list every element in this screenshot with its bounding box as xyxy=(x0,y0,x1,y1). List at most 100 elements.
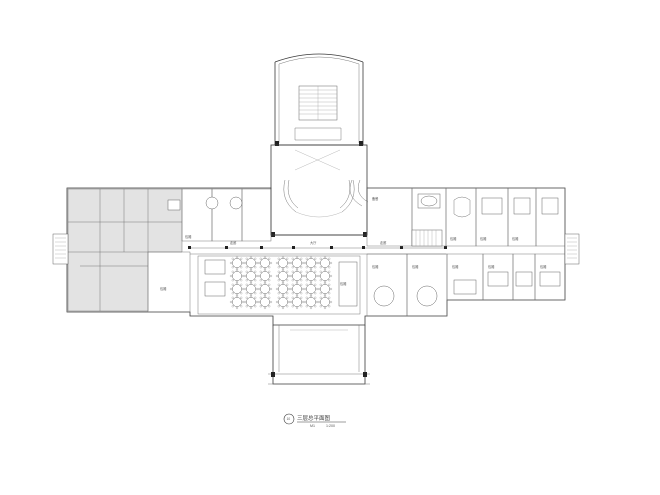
chair xyxy=(291,279,294,282)
round-table xyxy=(320,284,330,294)
chair xyxy=(328,283,331,286)
chair xyxy=(254,257,257,260)
chair xyxy=(328,305,331,308)
chair xyxy=(303,287,307,291)
chair xyxy=(305,292,308,295)
chair xyxy=(240,296,243,299)
chair xyxy=(314,266,317,269)
chair xyxy=(315,287,319,291)
chair xyxy=(328,296,331,299)
chair xyxy=(259,279,262,282)
round-table xyxy=(306,258,316,268)
chair xyxy=(287,287,291,291)
room-label: 包厢 xyxy=(412,264,418,269)
chair xyxy=(277,305,280,308)
chair xyxy=(240,305,243,308)
round-table xyxy=(232,271,242,281)
chair xyxy=(229,274,233,278)
chair xyxy=(301,287,305,291)
west-wing-hatched xyxy=(52,188,183,312)
chair xyxy=(275,261,279,265)
round-table xyxy=(306,284,316,294)
chair xyxy=(314,270,317,273)
round-table xyxy=(232,297,242,307)
chair xyxy=(240,257,243,260)
chair xyxy=(323,255,327,259)
chair xyxy=(300,305,303,308)
chair xyxy=(241,300,245,304)
chair xyxy=(240,279,243,282)
chair xyxy=(315,261,319,265)
chair xyxy=(243,300,247,304)
chair xyxy=(319,270,322,273)
round-table xyxy=(320,258,330,268)
chair xyxy=(291,270,294,273)
chair xyxy=(229,261,233,265)
chair xyxy=(291,296,294,299)
chair xyxy=(254,266,257,269)
chair xyxy=(277,296,280,299)
chair xyxy=(305,305,308,308)
round-table xyxy=(260,271,270,281)
chair xyxy=(319,279,322,282)
chair xyxy=(281,294,285,298)
room-label: 备餐 xyxy=(372,196,379,201)
chair xyxy=(277,292,280,295)
chair xyxy=(309,306,313,310)
room-label: 包厢 xyxy=(452,264,458,269)
chair xyxy=(305,296,308,299)
chair xyxy=(249,255,253,259)
chair xyxy=(231,292,234,295)
chair xyxy=(254,292,257,295)
chair xyxy=(289,261,293,265)
chair xyxy=(300,279,303,282)
chair xyxy=(300,266,303,269)
north-pavilion xyxy=(274,53,364,146)
chair xyxy=(263,255,267,259)
chair xyxy=(287,261,291,265)
round-table xyxy=(320,297,330,307)
chair xyxy=(314,292,317,295)
chair xyxy=(259,283,262,286)
chair xyxy=(295,306,299,310)
room-label: 包厢 xyxy=(512,236,518,241)
chair xyxy=(301,261,305,265)
room-label: 大厅 xyxy=(310,240,317,245)
round-table xyxy=(260,297,270,307)
chair xyxy=(257,261,261,265)
chair xyxy=(309,294,313,298)
chair xyxy=(269,300,273,304)
round-table xyxy=(246,271,256,281)
chair xyxy=(243,274,247,278)
chair xyxy=(281,306,285,310)
central-lobby xyxy=(270,144,368,237)
chair xyxy=(249,306,253,310)
chair xyxy=(254,305,257,308)
chair xyxy=(245,283,248,286)
round-table xyxy=(278,297,288,307)
chair xyxy=(281,281,285,285)
chair xyxy=(319,266,322,269)
chair xyxy=(328,292,331,295)
round-table xyxy=(232,258,242,268)
chair xyxy=(255,287,259,291)
chair xyxy=(291,292,294,295)
chair xyxy=(309,281,313,285)
chair xyxy=(243,261,247,265)
chair xyxy=(323,294,327,298)
chair xyxy=(319,283,322,286)
chair xyxy=(249,268,253,272)
chair xyxy=(314,279,317,282)
chair xyxy=(281,255,285,259)
chair xyxy=(286,296,289,299)
chair xyxy=(291,305,294,308)
chair xyxy=(305,257,308,260)
chair xyxy=(287,300,291,304)
room-label: 包厢 xyxy=(160,286,166,291)
chair xyxy=(286,257,289,260)
room-label: 包厢 xyxy=(540,264,546,269)
chair xyxy=(269,261,273,265)
chair xyxy=(235,294,239,298)
chair xyxy=(245,305,248,308)
chair xyxy=(275,274,279,278)
